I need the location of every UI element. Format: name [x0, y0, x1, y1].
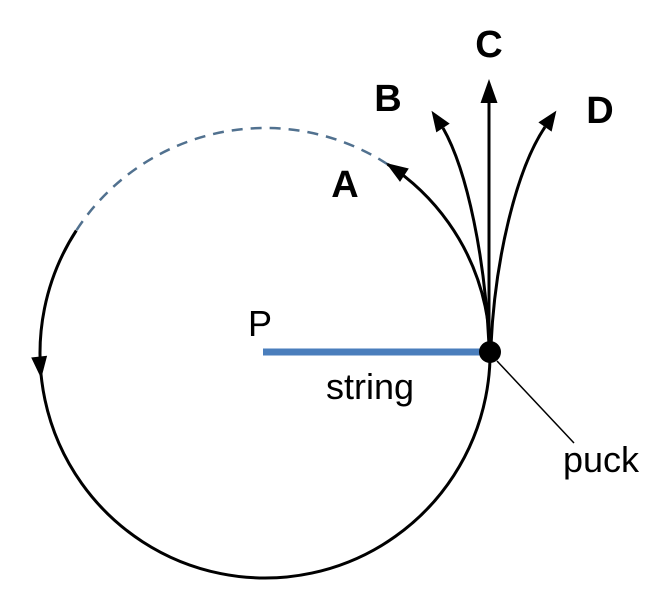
label-d: D — [586, 90, 613, 132]
label-c: C — [475, 24, 502, 66]
puck-dot — [479, 341, 501, 363]
trajectory-c-arrowhead — [480, 79, 498, 103]
trajectory-d-path — [489, 126, 547, 346]
trajectory-b-path — [441, 127, 491, 346]
label-puck: puck — [563, 439, 640, 480]
trajectory-b-arrowhead — [431, 110, 450, 133]
label-b: B — [374, 78, 401, 120]
circle-direction-arrowhead — [31, 355, 48, 379]
trajectory-d-arrowhead — [538, 110, 557, 132]
label-center-p: P — [248, 303, 272, 344]
label-a: A — [331, 164, 358, 206]
circle-path-dashed — [75, 126, 389, 232]
puck-pointer-line — [496, 360, 575, 444]
circle-path-solid — [38, 163, 492, 580]
label-string: string — [326, 366, 414, 407]
trajectory-a-arrowhead — [386, 163, 409, 182]
